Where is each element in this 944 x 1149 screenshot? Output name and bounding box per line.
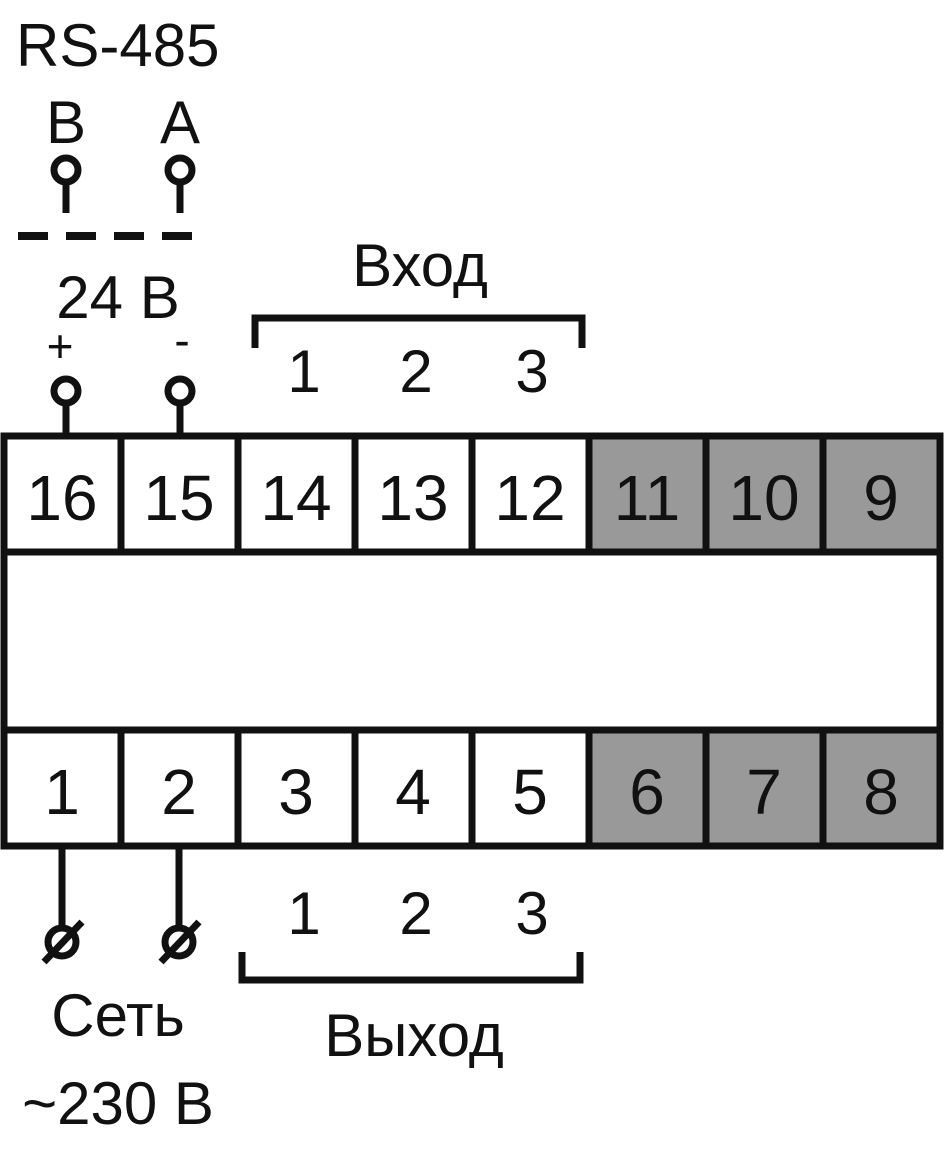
terminal-15 (117, 432, 242, 556)
rs485-b-pin (50, 154, 82, 213)
input-label: Вход (352, 232, 488, 299)
terminal-10-number: 10 (728, 462, 799, 534)
terminal-9 (819, 432, 944, 556)
terminal-7 (702, 726, 827, 850)
terminal-row-top: 16 15 14 13 12 11 10 9 (0, 432, 944, 556)
terminal-2 (117, 726, 242, 850)
power24-plus-pin (50, 375, 82, 436)
terminal-8-number: 8 (863, 756, 899, 828)
terminal-10 (702, 432, 827, 556)
power24-plus: + (47, 320, 74, 372)
power24-label: 24 B (56, 264, 179, 331)
terminal-12 (468, 432, 593, 556)
terminal-16-number: 16 (26, 462, 97, 534)
mains-label-line2: ~230 B (22, 1070, 214, 1137)
terminal-14-number: 14 (260, 462, 331, 534)
terminal-4-number: 4 (395, 756, 431, 828)
mains-lead-1 (41, 846, 85, 965)
rs485-title: RS-485 (16, 12, 219, 79)
terminal-8 (819, 726, 944, 850)
terminal-13 (351, 432, 476, 556)
terminal-1 (0, 726, 125, 850)
rs485-a-label: A (160, 89, 200, 156)
terminal-6 (585, 726, 710, 850)
mains-label-line1: Сеть (51, 982, 184, 1049)
output-channel-1: 1 (287, 880, 320, 947)
output-channel-2: 2 (399, 880, 432, 947)
terminal-16 (0, 432, 125, 556)
input-channel-2: 2 (399, 338, 432, 405)
input-channel-3: 3 (515, 338, 548, 405)
mains-lead-2 (158, 846, 202, 965)
terminal-1-number: 1 (44, 756, 80, 828)
terminal-row-bottom: 1 2 3 4 5 6 7 8 (0, 726, 944, 850)
output-label: Выход (324, 1002, 504, 1069)
output-bracket (238, 952, 584, 984)
terminal-5 (468, 726, 593, 850)
rs485-a-pin (164, 154, 196, 213)
terminal-7-number: 7 (746, 756, 782, 828)
terminal-12-number: 12 (494, 462, 565, 534)
input-bracket (251, 314, 586, 348)
power24-minus: - (174, 314, 189, 366)
terminal-3-number: 3 (278, 756, 314, 828)
terminal-5-number: 5 (512, 756, 548, 828)
input-channel-1: 1 (287, 338, 320, 405)
terminal-11-number: 11 (614, 462, 680, 534)
output-channel-3: 3 (515, 880, 548, 947)
power24-minus-pin (164, 375, 196, 436)
terminal-15-number: 15 (143, 462, 214, 534)
terminal-6-number: 6 (629, 756, 665, 828)
terminal-3 (234, 726, 359, 850)
terminal-13-number: 13 (377, 462, 448, 534)
terminal-2-number: 2 (161, 756, 197, 828)
terminal-9-number: 9 (863, 462, 899, 534)
rs485-b-label: B (46, 89, 86, 156)
